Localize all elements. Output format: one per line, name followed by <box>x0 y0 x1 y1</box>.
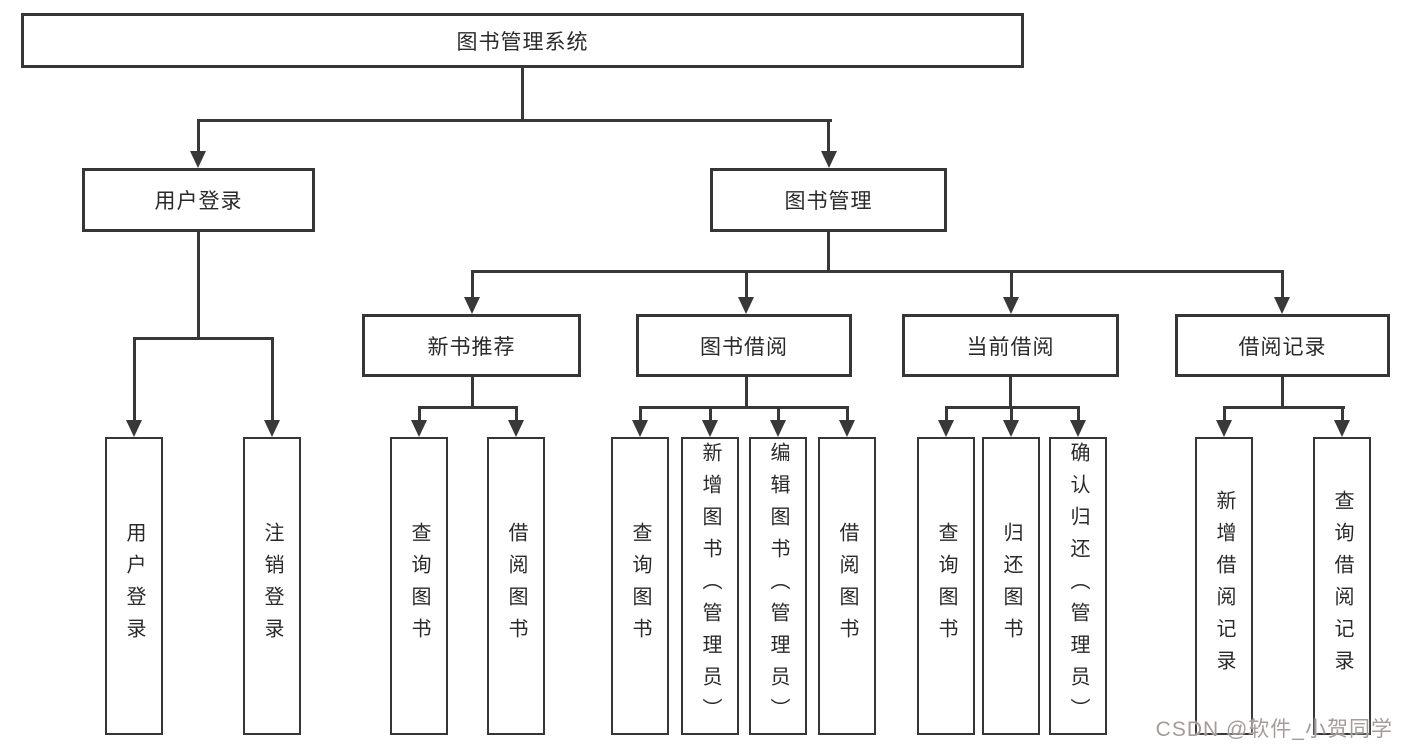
leaf-query-books-1: 查询图书 <box>390 437 448 735</box>
leaf-borrow-books-2: 借阅图书 <box>818 437 876 735</box>
leaf-add-borrow-record: 新增借阅记录 <box>1195 437 1253 735</box>
arrow-down-icon <box>632 420 648 437</box>
node-book-management: 图书管理 <box>710 168 947 232</box>
leaf-logout: 注销登录 <box>243 437 301 735</box>
node-book-borrow: 图书借阅 <box>636 314 852 377</box>
connector-line <box>1009 270 1013 297</box>
arrow-down-icon <box>1334 420 1350 437</box>
connector-line <box>845 406 849 420</box>
connector-line <box>1076 406 1080 420</box>
connector-line <box>708 406 712 420</box>
leaf-return-book: 归还图书 <box>982 437 1040 735</box>
connector-line <box>196 119 200 151</box>
connector-line <box>744 270 748 297</box>
leaf-borrow-books-1: 借阅图书 <box>487 437 545 735</box>
arrow-down-icon <box>126 420 142 437</box>
leaf-query-books-2: 查询图书 <box>611 437 669 735</box>
arrow-down-icon <box>1070 420 1086 437</box>
arrow-down-icon <box>1003 297 1019 314</box>
leaf-user-login: 用户登录 <box>105 437 163 735</box>
connector-line <box>270 337 274 420</box>
arrow-down-icon <box>411 420 427 437</box>
leaf-add-book-admin: 新增图书（管理员） <box>681 437 739 735</box>
leaf-confirm-return-admin: 确认归还（管理员） <box>1049 437 1107 735</box>
node-library-system: 图书管理系统 <box>21 13 1024 68</box>
connector-line <box>827 119 830 151</box>
connector-line <box>132 337 274 340</box>
arrow-down-icon <box>190 151 206 168</box>
csdn-watermark: CSDN @软件_小贺同学 <box>1155 718 1393 741</box>
arrow-down-icon <box>508 420 524 437</box>
arrow-down-icon <box>839 420 855 437</box>
arrow-down-icon <box>820 151 837 168</box>
node-current-borrow: 当前借阅 <box>902 314 1119 377</box>
arrow-down-icon <box>464 297 480 314</box>
connector-line <box>417 406 518 409</box>
connector-line <box>1280 377 1284 406</box>
node-new-book-recommend: 新书推荐 <box>362 314 581 377</box>
arrow-down-icon <box>1274 297 1290 314</box>
arrow-down-icon <box>702 420 718 437</box>
node-borrow-records: 借阅记录 <box>1175 314 1390 377</box>
arrow-down-icon <box>738 297 754 314</box>
connector-line <box>417 406 421 420</box>
connector-line <box>196 119 832 122</box>
arrow-down-icon <box>938 420 954 437</box>
connector-line <box>470 377 474 406</box>
connector-line <box>944 406 948 420</box>
arrow-down-icon <box>770 420 786 437</box>
arrow-down-icon <box>264 420 280 437</box>
connector-line <box>1340 406 1344 420</box>
connector-line <box>520 68 524 119</box>
connector-line <box>827 232 830 270</box>
node-user-login: 用户登录 <box>82 168 315 232</box>
connector-line <box>776 406 780 420</box>
leaf-query-books-3: 查询图书 <box>917 437 975 735</box>
connector-line <box>132 337 136 420</box>
connector-line <box>470 270 1284 273</box>
leaf-edit-book-admin: 编辑图书（管理员） <box>749 437 807 735</box>
connector-line <box>1008 377 1012 406</box>
connector-line <box>1222 406 1226 420</box>
connector-line <box>744 377 748 406</box>
leaf-query-borrow-record: 查询借阅记录 <box>1313 437 1371 735</box>
connector-line <box>1280 270 1284 297</box>
connector-line <box>638 406 849 409</box>
arrow-down-icon <box>1216 420 1232 437</box>
connector-line <box>1222 406 1345 409</box>
connector-line <box>470 270 474 297</box>
connector-line <box>514 406 518 420</box>
arrow-down-icon <box>1003 420 1019 437</box>
connector-line <box>196 232 200 337</box>
connector-line <box>638 406 642 420</box>
connector-line <box>1009 406 1013 420</box>
